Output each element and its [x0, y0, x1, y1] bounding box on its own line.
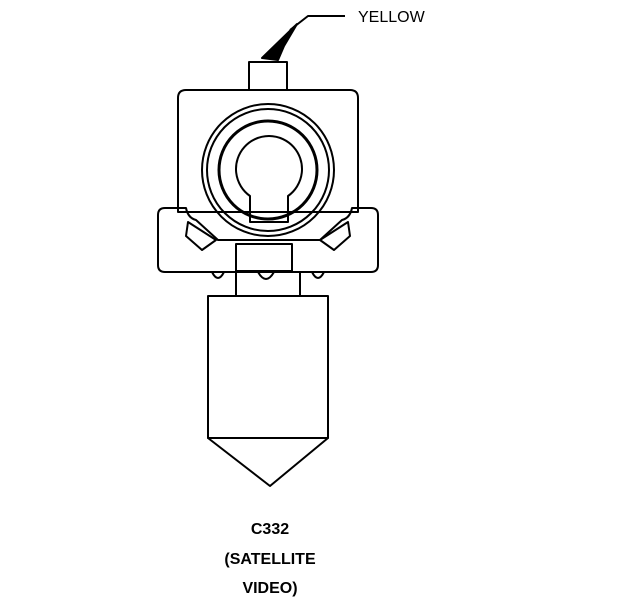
caption-line-1: C332: [251, 521, 289, 538]
caption-line-3: VIDEO): [242, 580, 297, 597]
callout-leader: [261, 15, 345, 61]
callout-label: YELLOW: [358, 9, 426, 26]
keyhole-cavity: [235, 135, 303, 223]
latch-left: [185, 221, 217, 251]
mounting-flange: [157, 207, 379, 273]
caption-line-2: (SATELLITE: [224, 551, 316, 568]
terminal-block: [235, 243, 293, 272]
cable-body: [207, 295, 329, 439]
latch-right: [319, 221, 351, 251]
flange-bumps: [211, 271, 325, 280]
connector-housing: [177, 89, 359, 213]
connector-neck: [235, 271, 301, 297]
cable-tip: [207, 437, 329, 487]
locking-tab: [248, 61, 288, 91]
socket-ring: [201, 103, 335, 237]
callout-arrowhead: [261, 23, 298, 61]
